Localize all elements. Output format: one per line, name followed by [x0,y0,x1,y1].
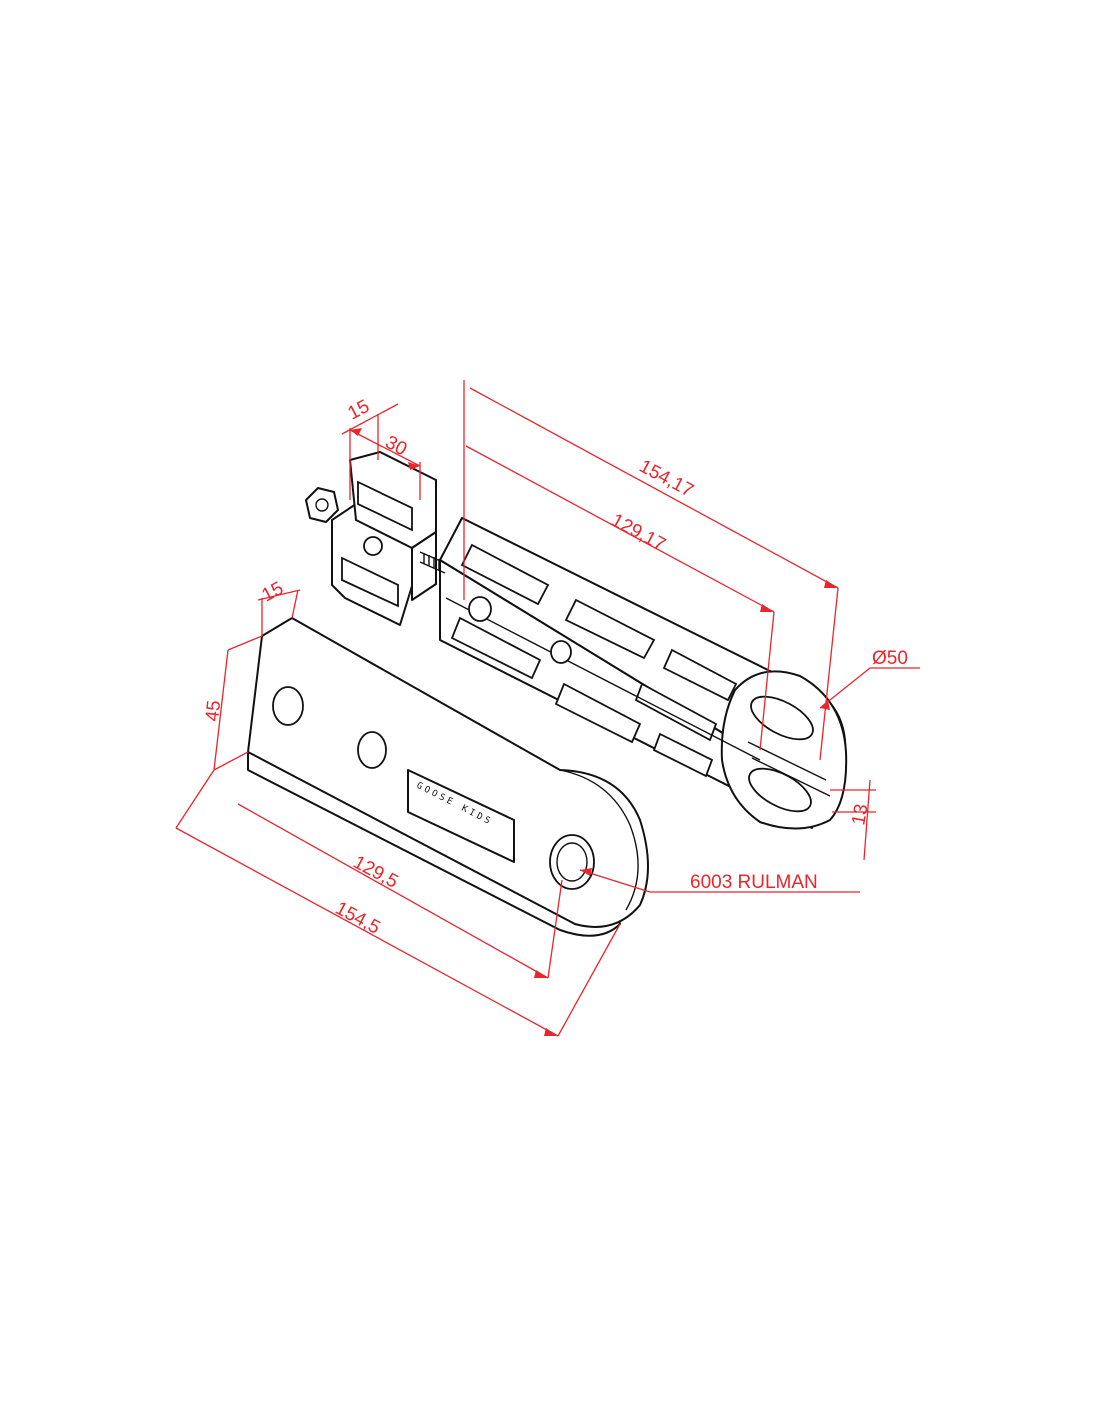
threaded-rod [419,551,446,574]
dim-plate-height: 45 [202,699,225,722]
dimension-lines [175,380,920,1037]
dim-thickness: 13 [848,802,872,826]
upper-slotted-arm [439,517,848,830]
dim-inner-upper: 129,17 [608,510,669,556]
tension-block [305,451,446,626]
callout-bearing: 6003 RULMAN [690,872,818,893]
dim-eye-diameter: Ø50 [872,648,908,669]
dim-inner-lower: 129,5 [350,852,402,893]
lower-bearing-plate: GOOSE KIDS [247,617,649,937]
dim-overall-lower: 154,5 [332,898,384,939]
dim-plate-width-top: 15 [258,578,287,606]
